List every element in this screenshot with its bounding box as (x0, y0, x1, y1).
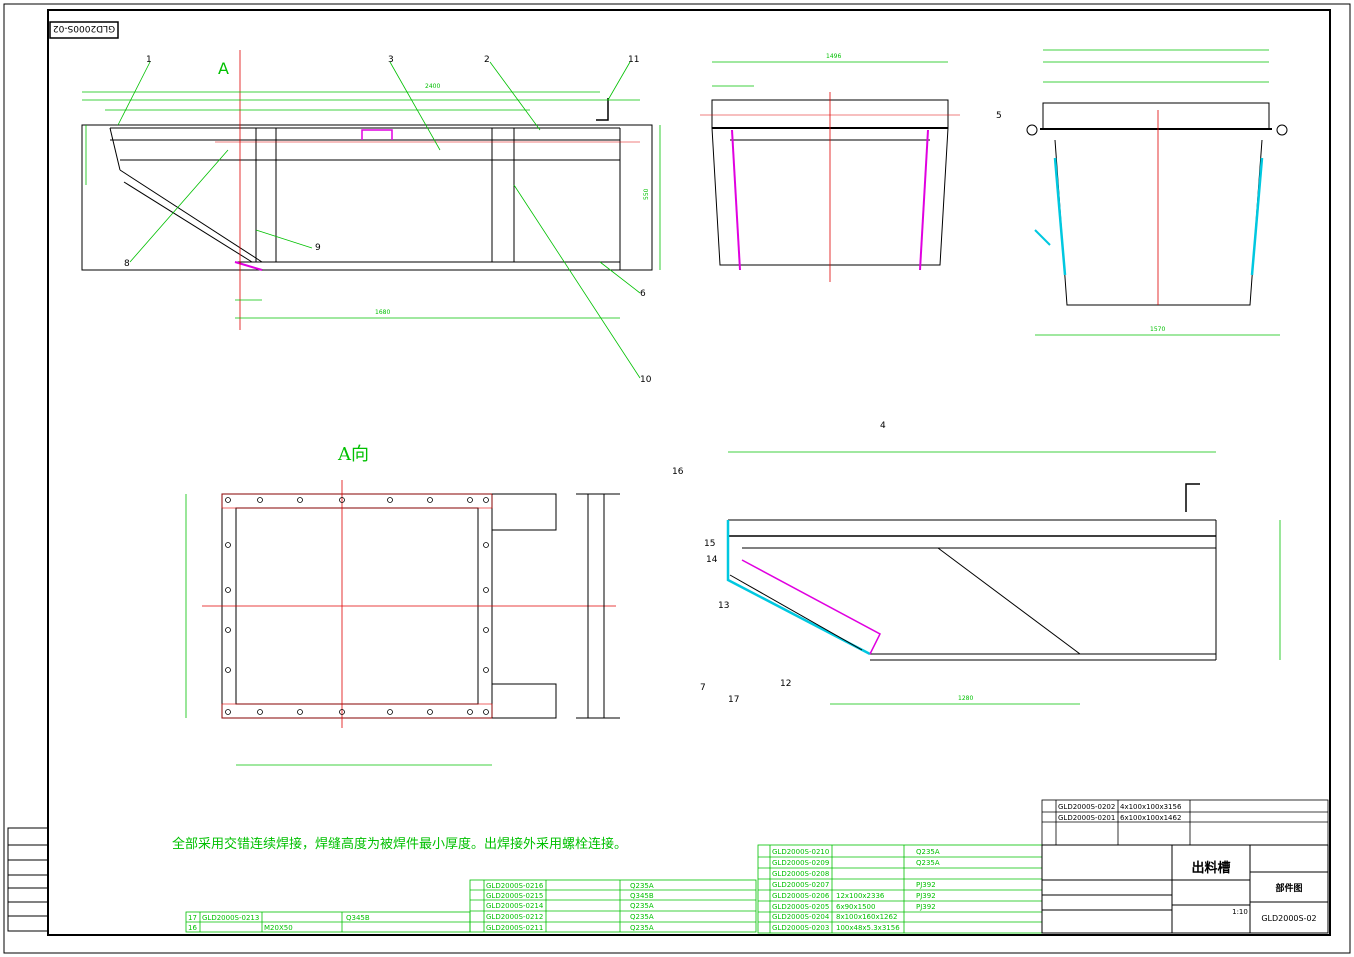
front-view (81, 124, 653, 271)
bom-right (757, 844, 1043, 934)
bom-right-r9-code: GLD2000S-0209 (772, 859, 829, 867)
bom-right-r4-spec: 8x100x160x1262 (836, 913, 897, 921)
drawing-code: GLD2000S-02 (1261, 914, 1316, 923)
front-view-geometry (109, 50, 640, 330)
side-section-labels: 1570 5 (996, 111, 1165, 333)
lower-section-labels: 4 16 15 14 13 7 12 17 1280 (672, 421, 973, 705)
callout-3: 3 (388, 55, 394, 65)
callout-6: 6 (640, 289, 646, 299)
lower-section-view (726, 451, 1281, 705)
inner-border (47, 9, 1331, 936)
bom-top-r2-code: GLD2000S-0202 (1058, 803, 1115, 811)
bom-right-r9-mat: Q235A (916, 859, 940, 867)
bom-mid-r12-mat: Q235A (630, 913, 654, 921)
outer-border (3, 3, 1351, 954)
bom-left-r17-code: GLD2000S-0213 (202, 914, 259, 922)
dim-bottom-a: 1680 (375, 309, 390, 316)
bom-right-r5-code: GLD2000S-0205 (772, 903, 829, 911)
callout-2: 2 (484, 55, 490, 65)
callout-9: 9 (315, 243, 321, 253)
bom-right-r3-spec: 100x48x5.3x3156 (836, 924, 900, 932)
bom-row-texts: 17 GLD2000S-0213 Q345B 16 M20X50 GLD2000… (188, 803, 1182, 932)
bom-mid-r14-mat: Q345B (630, 892, 654, 900)
side-section-view (1026, 49, 1288, 336)
bom-top-r2-spec: 4x100x100x3156 (1120, 803, 1182, 811)
callout-14: 14 (706, 555, 718, 565)
bom-mid-r15-code: GLD2000S-0216 (486, 882, 544, 890)
bom-right-r10-mat: Q235A (916, 848, 940, 856)
bom-right-r8-code: GLD2000S-0208 (772, 870, 829, 878)
callout-13: 13 (718, 601, 729, 611)
callout-7: 7 (700, 683, 706, 693)
dim-side-width: 1496 (826, 53, 841, 60)
bom-left-r16-no: 16 (188, 924, 197, 932)
bom-right-r5-spec: 6x90x1500 (836, 903, 875, 911)
callout-16: 16 (672, 467, 684, 477)
dim-base-width: 1570 (1150, 326, 1165, 333)
front-view-dims (82, 61, 661, 379)
callout-10: 10 (640, 375, 652, 385)
bom-right-r4-code: GLD2000S-0204 (772, 913, 830, 921)
bom-mid-r14-code: GLD2000S-0215 (486, 892, 543, 900)
callout-15: 15 (704, 539, 715, 549)
callout-1: 1 (146, 55, 152, 65)
bom-right-r10-code: GLD2000S-0210 (772, 848, 829, 856)
bom-top-r1-code: GLD2000S-0201 (1058, 814, 1115, 822)
stamp-code-text: GLD2000S-02 (53, 23, 115, 33)
bom-right-r6-code: GLD2000S-0206 (772, 892, 830, 900)
bom-right-r7-mat: PJ392 (916, 881, 936, 889)
bom-mid-r13-mat: Q235A (630, 902, 654, 910)
bom-mid-r15-mat: Q235A (630, 882, 654, 890)
bom-right-r5-mat: PJ392 (916, 903, 936, 911)
bom-left-r17-mat: Q345B (346, 914, 370, 922)
bom-left-r16-spec: M20X50 (264, 924, 293, 932)
bom-right-r3-code: GLD2000S-0203 (772, 924, 829, 932)
bom-right-r6-mat: PJ392 (916, 892, 936, 900)
drawing-scale: 1:10 (1232, 908, 1248, 916)
bom-mid-r12-code: GLD2000S-0212 (486, 913, 543, 921)
callout-17: 17 (728, 695, 739, 705)
bom-top-r1-spec: 6x100x100x1462 (1120, 814, 1181, 822)
part-title: 出料槽 (1191, 860, 1230, 876)
bom-mid-r11-mat: Q235A (630, 924, 654, 932)
callout-11: 11 (628, 55, 639, 65)
callout-4: 4 (880, 421, 886, 431)
callout-8: 8 (124, 259, 130, 269)
bom-left-r17-no: 17 (188, 914, 197, 922)
drawing-code-stamp: GLD2000S-02 (49, 21, 119, 39)
drawing-type: 部件图 (1275, 882, 1302, 894)
front-view-body (81, 124, 653, 271)
dim-height: 550 (643, 188, 650, 200)
technical-note: 全部采用交错连续焊接，焊缝高度为被焊件最小厚度。出焊接外采用螺栓连接。 (172, 836, 627, 852)
a-direction-bolts (225, 497, 489, 715)
callout-12: 12 (780, 679, 791, 689)
a-direction-view (185, 480, 620, 766)
dim-top-width: 2400 (425, 83, 440, 90)
bom-middle (469, 879, 757, 933)
title-block (1041, 844, 1329, 934)
bom-right-r6-spec: 12x100x2336 (836, 892, 885, 900)
bom-right-r7-code: GLD2000S-0207 (772, 881, 829, 889)
dim-bottom-b: 1280 (958, 695, 973, 702)
bom-mid-r11-code: GLD2000S-0211 (486, 924, 543, 932)
a-direction-title: A向 (337, 444, 369, 465)
front-view-callouts: 1 3 2 11 8 9 6 10 (124, 55, 652, 385)
callout-5: 5 (996, 111, 1002, 121)
section-marker: A (218, 59, 229, 78)
bom-mid-r13-code: GLD2000S-0214 (486, 902, 544, 910)
front-view-labels: A 2400 1680 550 (218, 59, 650, 316)
end-view-a (700, 61, 960, 282)
end-view-a-dims: 1496 (826, 53, 841, 60)
left-approval-strip (7, 827, 49, 932)
